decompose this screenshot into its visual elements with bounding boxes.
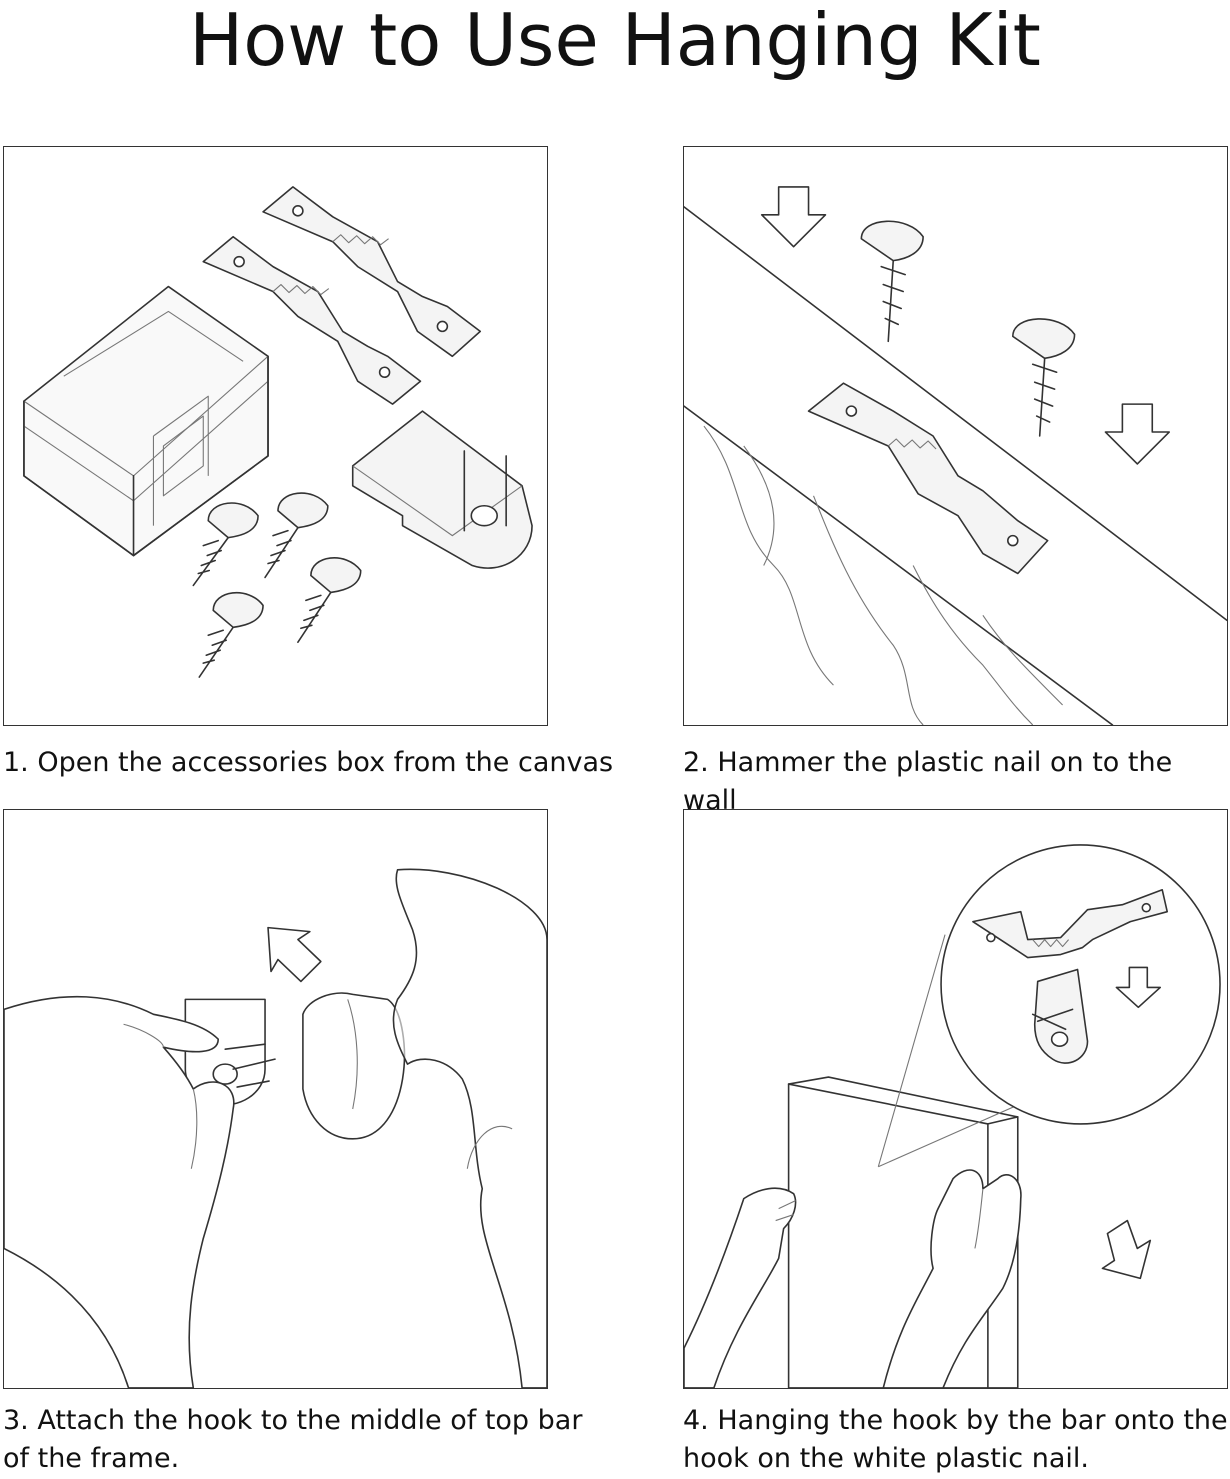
sawtooth-hanger-icon: [809, 383, 1048, 573]
hand-icon: [684, 1188, 796, 1388]
step-1-caption: 1. Open the accessories box from the can…: [3, 744, 623, 782]
screw-icon: [1013, 319, 1075, 436]
step-4-illustration: [683, 809, 1228, 1389]
diagonal-arrow-icon: [1102, 1221, 1150, 1279]
hammer-icon: [303, 993, 405, 1139]
step-2-caption: 2. Hammer the plastic nail on to the wal…: [683, 744, 1228, 820]
page-title: How to Use Hanging Kit: [0, 0, 1230, 80]
screw-icon: [861, 221, 923, 341]
down-arrow-icon: [1105, 404, 1169, 464]
accessories-box-illustration: [4, 147, 547, 725]
plastic-nail-icon: [353, 411, 532, 568]
screw-icon: [298, 558, 361, 642]
down-arrow-icon: [762, 187, 826, 247]
diagonal-arrow-icon: [268, 928, 321, 982]
step-1-illustration: [3, 146, 548, 726]
sawtooth-hanger-icon: [263, 187, 480, 356]
screw-icon: [199, 593, 263, 677]
step-4-caption: 4. Hanging the hook by the bar onto the …: [683, 1402, 1228, 1478]
step-3-caption: 3. Attach the hook to the middle of top …: [3, 1402, 623, 1478]
zoom-callout-circle: [941, 845, 1220, 1124]
step-2-illustration: [683, 146, 1228, 726]
screw-icon: [193, 503, 258, 585]
wall-frame-bar-icon: [684, 207, 1227, 725]
hang-frame-illustration: [684, 810, 1227, 1388]
hand-icon: [393, 869, 547, 1388]
plastic-hook-icon: [1033, 969, 1088, 1063]
attach-hook-illustration: [4, 810, 547, 1388]
hammer-nail-illustration: [684, 147, 1227, 725]
step-3-illustration: [3, 809, 548, 1389]
